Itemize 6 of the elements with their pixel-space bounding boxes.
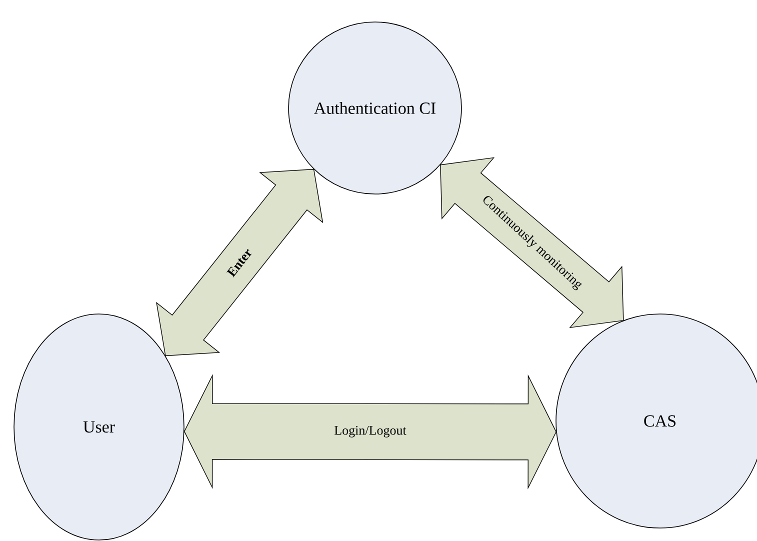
block-arrow	[156, 168, 324, 356]
block-arrow	[184, 374, 557, 490]
edge-label: Login/Logout	[333, 424, 408, 438]
circle-node: Authentication CI	[288, 22, 462, 194]
ellipse-node: User	[14, 314, 184, 540]
circle-node: CAS	[556, 314, 757, 528]
